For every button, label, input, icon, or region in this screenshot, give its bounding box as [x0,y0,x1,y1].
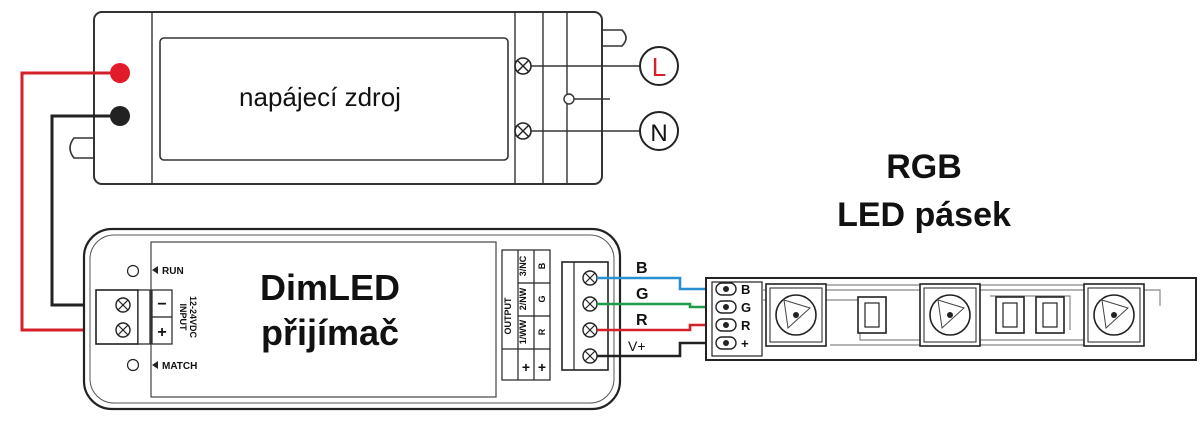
mains-n-marker: N [639,111,679,151]
output-grid [501,249,551,381]
strip-pin-b: B [741,282,750,297]
strip-pad-r [715,318,737,332]
ac-terminal-n [514,122,532,140]
power-supply: napájecí zdroj [69,11,627,185]
resistor-2 [995,296,1025,334]
strip-pad-g [715,300,737,314]
output-screw-b [582,270,598,286]
led-strip: B G R + [705,277,1197,361]
wire-green-g [597,302,718,309]
receiver-title-line1: DimLED [260,267,400,308]
output-col3-top: 3/NC [518,255,528,276]
run-arrow-icon [152,266,158,274]
receiver: − + INPUT 12-24VDC RUN MATCH DimLED přij… [82,227,622,411]
wire-red-plus [20,71,110,332]
wire-label-vplus: V+ [628,338,646,354]
wire-black-vplus [597,341,718,358]
mains-l-marker: L [639,46,679,86]
led-chip-2 [919,283,981,347]
output-screw-g [582,296,598,312]
power-supply-label: napájecí zdroj [239,82,401,112]
wire-label-g: G [636,286,648,303]
input-plus-label: + [157,324,166,341]
input-screw-minus [115,297,131,313]
output-r-label: R [537,328,547,335]
resistor-3 [1035,296,1065,334]
svg-text:L: L [652,52,666,82]
output-col2-top: 2/NW [518,287,528,310]
output-col2-polarity: + [538,359,546,375]
strip-pin-r: R [741,318,751,333]
wire-red-r [597,323,718,332]
match-arrow-icon [152,361,158,369]
ac-terminal-l [514,57,532,75]
center-junction [563,93,575,105]
strip-pin-plus: + [741,336,749,351]
resistor-1 [857,296,887,334]
input-voltage-label: 12-24VDC [188,296,198,339]
output-col2-mid: G [537,295,547,302]
dc-plus-terminal [110,63,130,83]
input-label: INPUT [178,304,188,332]
wire-label-b: B [636,260,648,277]
output-label: OUTPUT [503,297,513,335]
input-screw-plus [115,322,131,338]
svg-text:N: N [650,120,667,147]
output-col1-polarity: + [522,359,530,375]
strip-pin-g: G [741,300,751,315]
strip-title-line2: LED pásek [837,196,1011,234]
output-screw-vplus [582,348,598,364]
receiver-title-line2: přijímač [261,312,399,353]
input-minus-label: − [157,296,166,313]
run-label: RUN [162,266,184,277]
output-col3-mid: B [537,262,547,269]
run-led [126,264,140,278]
strip-title-line1: RGB [886,148,962,186]
output-screw-r [582,322,598,338]
output-col1-top: 1/WW [518,319,528,344]
wire-blue-b [597,276,718,291]
match-label: MATCH [162,361,197,372]
led-chip-3 [1083,283,1145,347]
wire-label-r: R [636,312,648,329]
strip-pad-plus [715,336,737,350]
strip-pad-b [715,282,737,296]
led-chip-1 [765,283,827,347]
match-led [126,358,140,372]
wire-black-minus [50,114,120,307]
